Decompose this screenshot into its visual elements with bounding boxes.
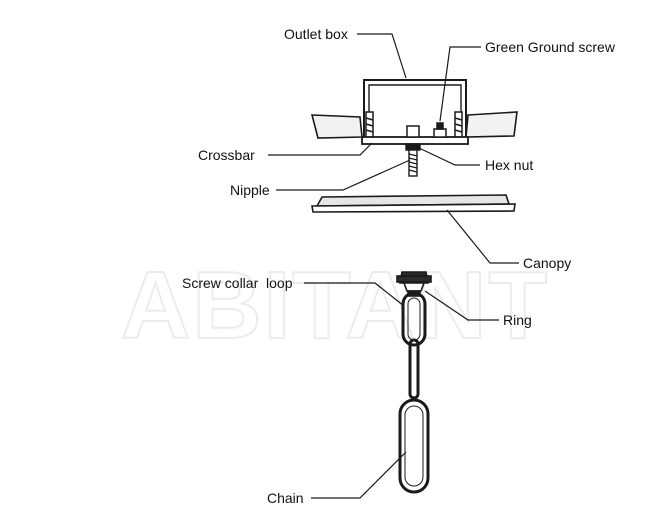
- leader-canopy: [446, 209, 519, 264]
- leader-crossbar: [268, 142, 373, 156]
- leader-green-ground-screw: [439, 46, 481, 122]
- watermark-text: ABITANT: [121, 252, 549, 359]
- chain-link-3: [398, 398, 430, 494]
- hex-nut-shape: [405, 143, 421, 151]
- label-green-ground-screw: Green Ground screw: [485, 39, 616, 55]
- label-nipple: Nipple: [230, 182, 270, 198]
- labels: Outlet box Green Ground screw Crossbar H…: [182, 26, 616, 506]
- label-screw-collar-loop: Screw collar loop: [182, 275, 293, 291]
- leader-chain: [311, 451, 407, 499]
- green-ground-screw: [433, 122, 447, 138]
- outlet-box: [363, 79, 467, 139]
- label-ring: Ring: [503, 312, 532, 328]
- leader-hex-nut: [418, 147, 480, 166]
- canopy-plate: [311, 194, 516, 213]
- outlet-box-outer: [363, 79, 467, 139]
- chain-link-2: [408, 338, 420, 400]
- chain: [398, 291, 430, 494]
- ceiling-right: [465, 111, 518, 138]
- ceiling-left: [310, 114, 363, 139]
- leader-nipple: [276, 159, 411, 191]
- label-outlet-box: Outlet box: [284, 26, 348, 42]
- leader-screw-collar-loop: [304, 282, 405, 307]
- nipple-threaded-rod: [405, 143, 421, 177]
- crossbar-bar: [361, 136, 469, 145]
- leader-outlet-box: [357, 33, 407, 79]
- leader-ring: [424, 290, 499, 321]
- outlet-box-inner: [368, 84, 462, 137]
- label-chain: Chain: [267, 490, 304, 506]
- label-crossbar: Crossbar: [198, 147, 255, 163]
- chain-link-1: [401, 291, 427, 347]
- label-hex-nut: Hex nut: [485, 157, 533, 173]
- leader-lines: [268, 33, 519, 499]
- label-canopy: Canopy: [523, 255, 571, 271]
- center-nut: [406, 125, 420, 138]
